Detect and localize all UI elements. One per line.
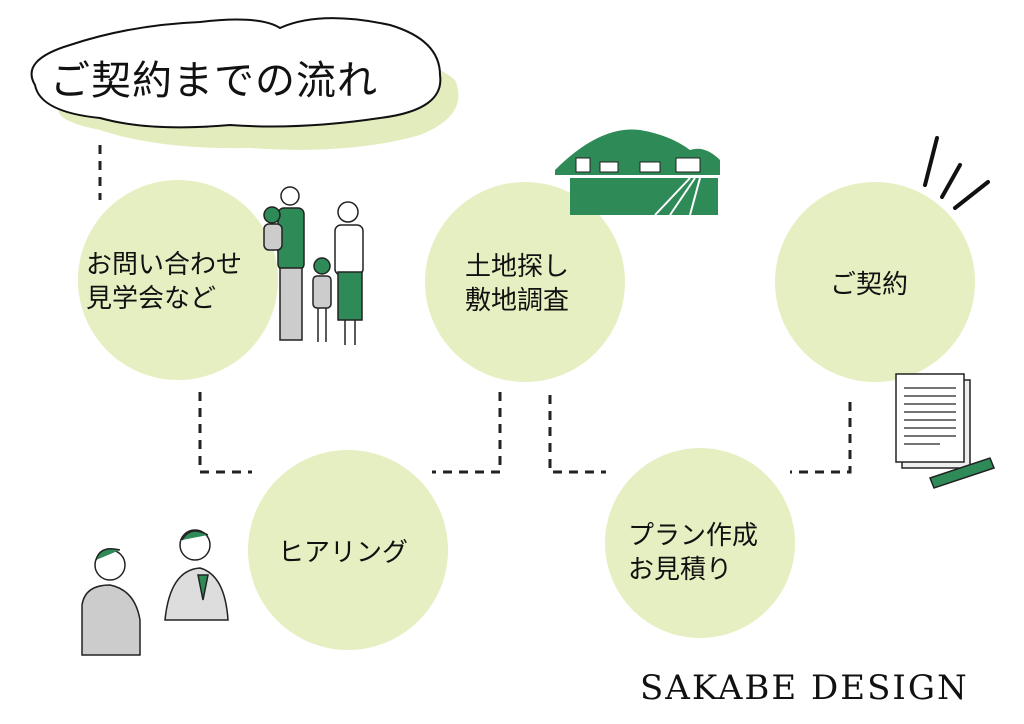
title-cloud	[30, 17, 442, 129]
contract-document-icon	[895, 373, 995, 489]
meeting-illustration	[81, 529, 229, 656]
family-illustration	[263, 186, 364, 345]
step-circle-land	[425, 182, 625, 382]
step-circle-hearing	[248, 450, 448, 650]
sparkle-lines	[923, 136, 990, 210]
step-inquiry: お問い合わせ 見学会など	[86, 248, 242, 316]
landscape-illustration	[555, 129, 720, 216]
step-hearing-line1: ヒアリング	[278, 538, 409, 568]
brand-logo: SAKABE DESIGN	[640, 668, 969, 708]
step-plan-line2: お見積り	[628, 555, 733, 585]
page-title: ご契約までの流れ	[50, 58, 378, 104]
step-circle-plan	[605, 448, 795, 638]
step-circle-contract	[775, 182, 975, 382]
step-contract-line1: ご契約	[830, 270, 909, 300]
step-land-line2: 敷地調査	[465, 286, 570, 316]
step-land-line1: 土地探し	[465, 252, 570, 282]
step-inquiry-line2: 見学会など	[86, 284, 217, 314]
step-hearing: ヒアリング	[278, 536, 408, 570]
step-plan: プラン作成 お見積り	[628, 519, 758, 587]
step-contract: ご契約	[830, 268, 908, 302]
step-circle-inquiry	[78, 180, 278, 380]
step-plan-line1: プラン作成	[628, 521, 759, 551]
step-inquiry-line1: お問い合わせ	[86, 250, 243, 280]
step-land: 土地探し 敷地調査	[465, 250, 569, 318]
dashed-connectors	[98, 145, 852, 474]
